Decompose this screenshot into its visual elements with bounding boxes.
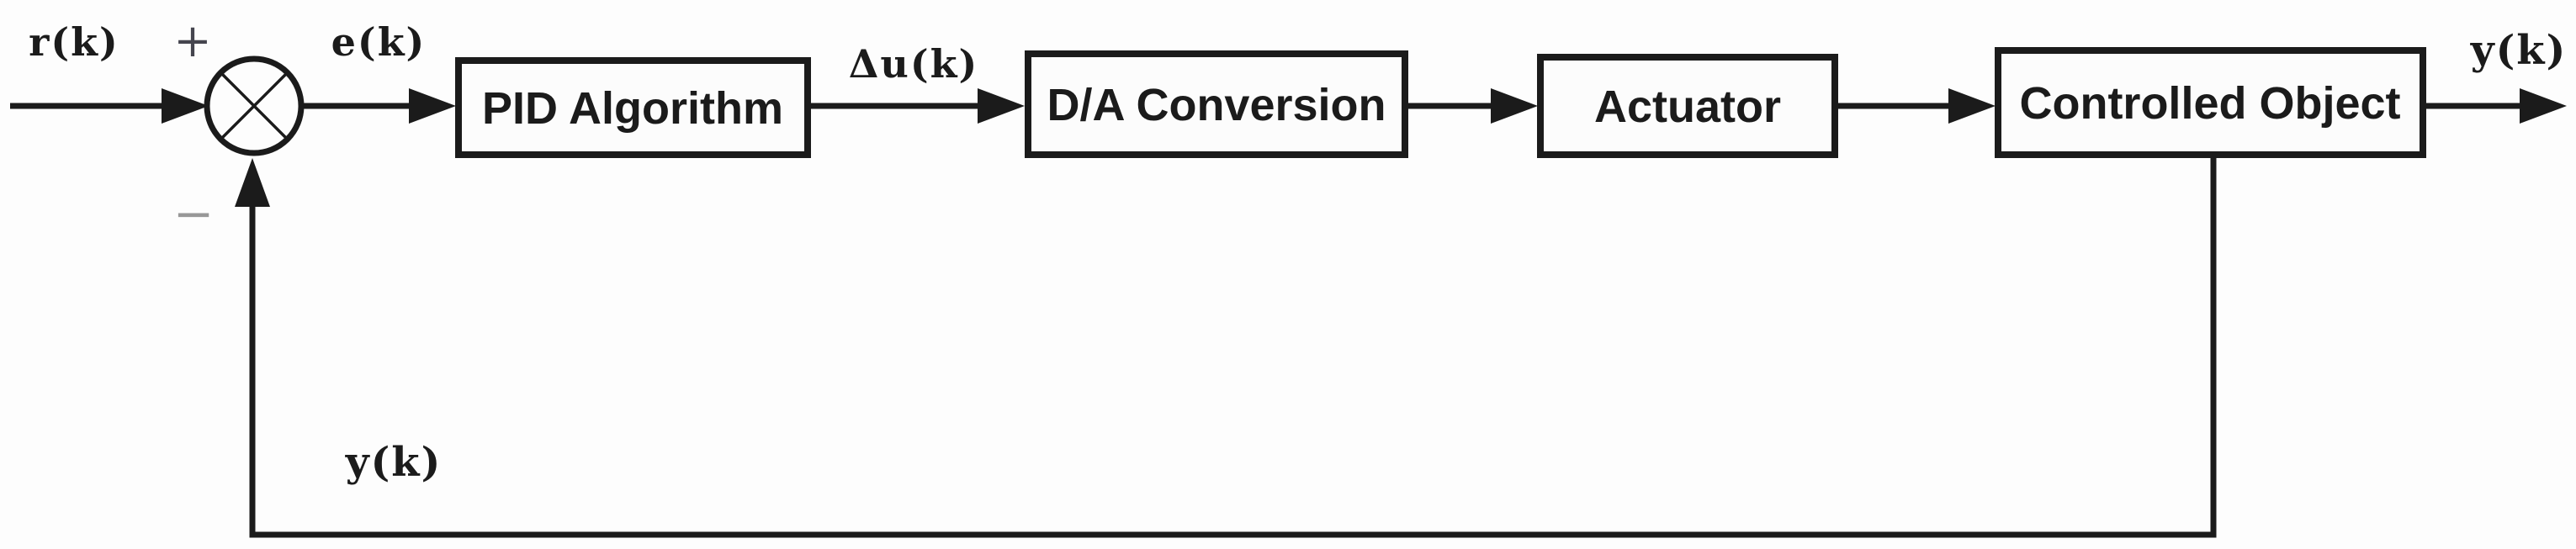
junction-cross-line (219, 71, 289, 141)
block-actuator (1537, 54, 1838, 158)
reference-arrowhead-icon (162, 88, 209, 124)
minus-sign-label: − (173, 185, 215, 242)
block-da-conversion (1025, 50, 1408, 158)
feedback-signal-label: y(k) (345, 439, 443, 486)
error-signal-label: e(k) (331, 19, 427, 65)
output-arrowhead-icon (2520, 88, 2567, 124)
control-increment-label: Δu(k) (849, 41, 979, 87)
feedback-loop-path (249, 155, 2217, 538)
pid-to-da-arrowhead-icon (978, 88, 1025, 124)
actuator-to-object-arrowhead-icon (1948, 88, 1996, 124)
plus-sign-label: + (173, 14, 211, 67)
error-arrowhead-icon (409, 88, 456, 124)
block-controlled-object-label: Controlled Object (2019, 78, 2400, 129)
summing-junction (204, 55, 305, 156)
block-pid-algorithm-label: PID Algorithm (482, 83, 783, 134)
reference-signal-label: r(k) (29, 19, 119, 65)
block-pid-algorithm (455, 57, 811, 158)
output-signal-label: y(k) (2470, 27, 2568, 74)
feedback-arrowhead-icon (235, 158, 270, 207)
block-controlled-object (1995, 47, 2426, 158)
block-da-conversion-label: D/A Conversion (1047, 80, 1386, 130)
block-actuator-label: Actuator (1594, 82, 1781, 132)
da-to-actuator-arrowhead-icon (1491, 88, 1538, 124)
